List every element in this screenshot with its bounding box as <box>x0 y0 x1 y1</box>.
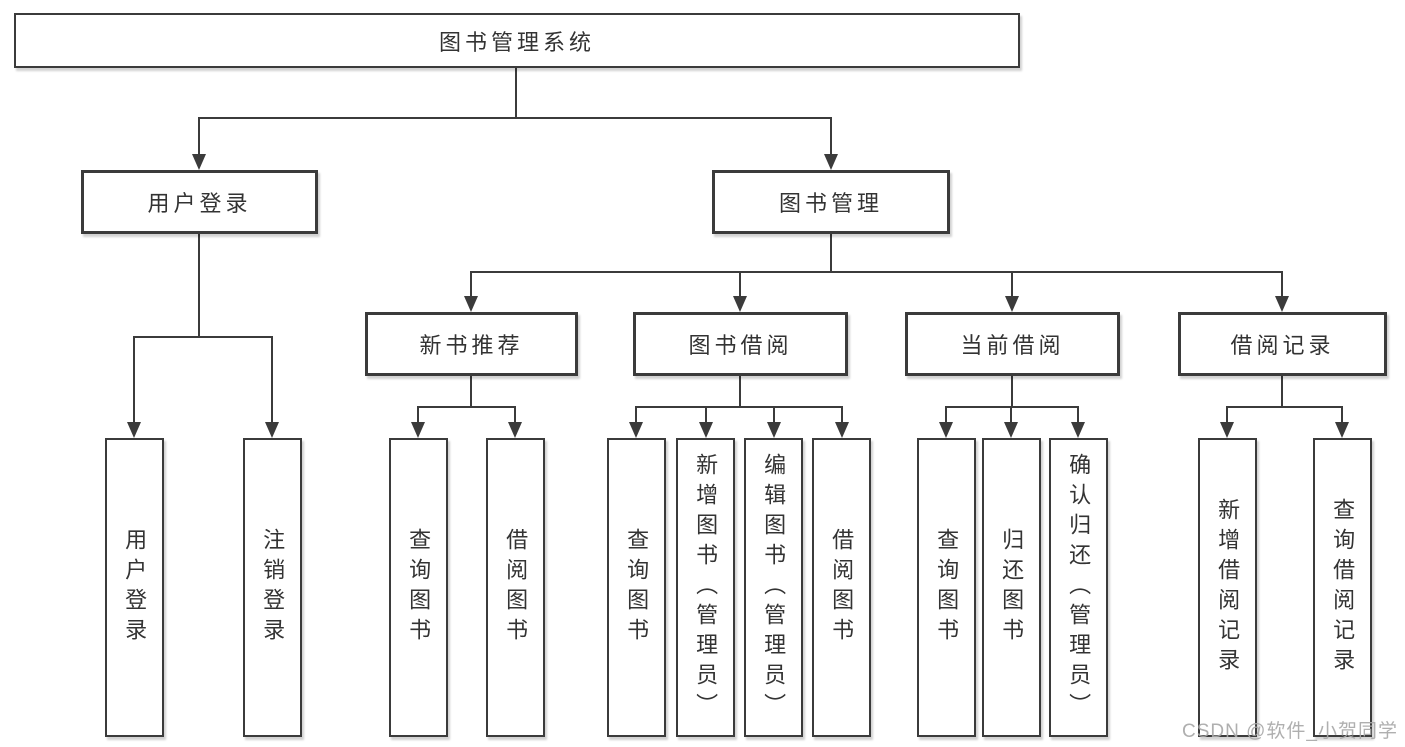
node-new-book-recommend-label: 新书推荐 <box>419 333 524 358</box>
node-user-login-label: 用户登录 <box>147 191 252 216</box>
leaf-add-borrow-record-label: 新增借阅记录 <box>1215 497 1241 678</box>
leaf-logout-login: 注销登录 <box>243 438 302 737</box>
node-book-borrowing-label: 图书借阅 <box>688 333 793 358</box>
leaf-add-book-admin: 新增图书（管理员） <box>676 438 735 737</box>
leaf-query-borrow-record-label: 查询借阅记录 <box>1330 497 1356 678</box>
leaf-confirm-return-admin-label: 确认归还（管理员） <box>1066 452 1092 723</box>
leaf-logout-login-label: 注销登录 <box>260 527 286 648</box>
leaf-add-borrow-record: 新增借阅记录 <box>1198 438 1257 737</box>
leaf-borrow-books-borrowing-label: 借阅图书 <box>829 527 855 648</box>
leaf-return-book-label: 归还图书 <box>999 527 1025 648</box>
leaf-query-books-recommend-label: 查询图书 <box>406 527 432 648</box>
leaf-return-book: 归还图书 <box>982 438 1041 737</box>
node-new-book-recommend: 新书推荐 <box>365 312 578 376</box>
leaf-query-borrow-record: 查询借阅记录 <box>1313 438 1372 737</box>
leaf-user-login: 用户登录 <box>105 438 164 737</box>
leaf-borrow-books-recommend: 借阅图书 <box>486 438 545 737</box>
leaf-query-books-current-label: 查询图书 <box>934 527 960 648</box>
node-user-login: 用户登录 <box>81 170 318 234</box>
leaf-query-books-borrowing: 查询图书 <box>607 438 666 737</box>
leaf-confirm-return-admin: 确认归还（管理员） <box>1049 438 1108 737</box>
node-borrowing-records-label: 借阅记录 <box>1230 333 1335 358</box>
csdn-watermark: CSDN @软件_小贺同学 <box>1182 721 1398 742</box>
node-current-borrowing-label: 当前借阅 <box>960 333 1065 358</box>
node-current-borrowing: 当前借阅 <box>905 312 1120 376</box>
leaf-edit-book-admin-label: 编辑图书（管理员） <box>761 452 787 723</box>
node-book-management-label: 图书管理 <box>778 191 883 216</box>
node-book-management: 图书管理 <box>712 170 950 234</box>
leaf-add-book-admin-label: 新增图书（管理员） <box>693 452 719 723</box>
leaf-query-books-borrowing-label: 查询图书 <box>624 527 650 648</box>
leaf-query-books-recommend: 查询图书 <box>389 438 448 737</box>
leaf-edit-book-admin: 编辑图书（管理员） <box>744 438 803 737</box>
node-library-system-label: 图书管理系统 <box>438 29 595 55</box>
leaf-query-books-current: 查询图书 <box>917 438 976 737</box>
leaf-user-login-label: 用户登录 <box>122 527 148 648</box>
node-library-system: 图书管理系统 <box>14 13 1020 68</box>
node-borrowing-records: 借阅记录 <box>1178 312 1387 376</box>
node-book-borrowing: 图书借阅 <box>633 312 848 376</box>
leaf-borrow-books-borrowing: 借阅图书 <box>812 438 871 737</box>
leaf-borrow-books-recommend-label: 借阅图书 <box>503 527 529 648</box>
